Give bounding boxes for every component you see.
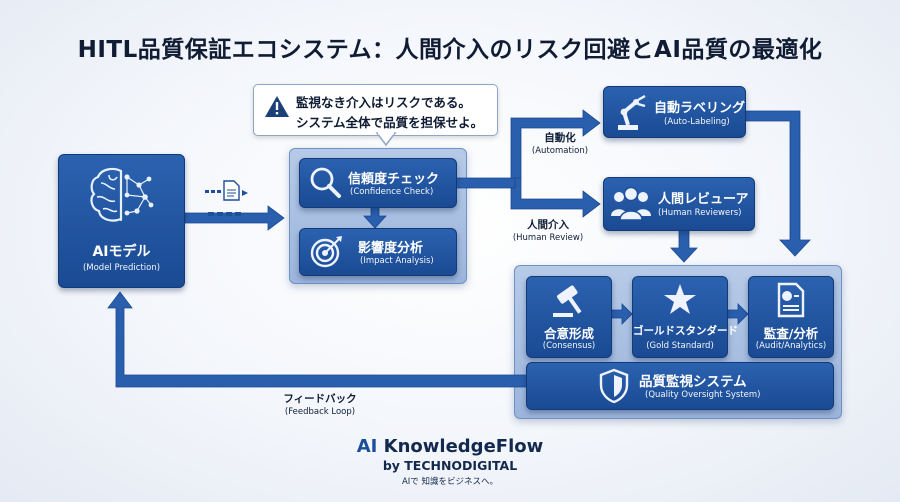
human-review-edge-label: 人間介入 (Human Review)	[508, 217, 588, 243]
human-reviewers-node: 人間レビューア (Human Reviewers)	[603, 177, 755, 231]
feedback-edge-label: フィードバック (Feedback Loop)	[270, 391, 370, 417]
impact-analysis-node: 影響度分析 (Impact Analysis)	[299, 228, 457, 276]
arrow-model-to-check	[184, 205, 285, 231]
impact-sub: (Impact Analysis)	[360, 256, 434, 266]
warning-callout: 監視なき介入はリスクである。 システム全体で品質を担保せよ。	[253, 84, 498, 136]
brand-name: AI KnowledgeFlow	[0, 436, 900, 457]
impact-label: 影響度分析	[358, 241, 424, 256]
gold-standard-sub: (Gold Standard)	[646, 341, 714, 351]
ai-model-label: AIモデル	[92, 244, 151, 260]
arrow-split-stem	[454, 177, 516, 189]
robot-arm-icon	[618, 94, 646, 130]
consensus-sub: (Consensus)	[542, 341, 596, 351]
brand-name-rest: KnowledgeFlow	[377, 436, 544, 457]
callout-line-2: システム全体で品質を担保せよ。	[296, 115, 484, 130]
feedback-sub: (Feedback Loop)	[284, 407, 356, 417]
brand-by: by TECHNODIGITAL	[382, 458, 518, 473]
arrow-confidence-to-impact	[363, 205, 387, 229]
human-reviewers-label: 人間レビューア	[658, 192, 749, 207]
ai-model-node: AIモデル (Model Prediction)	[58, 154, 185, 288]
people-group-icon	[611, 186, 651, 221]
arrow-gold-to-audit	[725, 303, 749, 325]
consensus-label: 合意形成	[543, 326, 594, 341]
page-title: HITL品質保証エコシステム：人間介入のリスク回避とAI品質の最適化	[77, 37, 823, 63]
data-stream-icon	[208, 212, 241, 216]
arrow-consensus-to-gold	[609, 303, 633, 325]
arrow-to-human	[510, 177, 601, 218]
auto-labeling-sub: (Auto-Labeling)	[664, 117, 730, 127]
automation-label: 自動化	[544, 132, 576, 144]
auto-labeling-label: 自動ラベリング	[654, 101, 746, 116]
quality-oversight-sub: (Quality Oversight System)	[645, 390, 761, 400]
quality-oversight-label: 品質監視システム	[639, 374, 747, 390]
confidence-sub: (Confidence Check)	[350, 187, 434, 197]
human-reviewers-sub: (Human Reviewers)	[658, 208, 742, 218]
feedback-label: フィードバック	[283, 393, 357, 405]
automation-edge-label: 自動化 (Automation)	[520, 130, 600, 156]
target-icon	[310, 236, 342, 268]
ai-model-sub: (Model Prediction)	[82, 263, 161, 273]
human-review-label: 人間介入	[527, 219, 569, 231]
arrow-to-automation	[510, 109, 601, 179]
data-file-icon	[205, 180, 248, 201]
auto-labeling-node: 自動ラベリング (Auto-Labeling)	[603, 86, 746, 138]
arrow-auto-to-audit	[743, 110, 811, 257]
arrow-human-to-quality	[670, 229, 698, 263]
audit-label: 監査/分析	[763, 326, 819, 341]
magnifier-icon	[310, 167, 341, 198]
human-review-sub: (Human Review)	[512, 233, 584, 243]
quality-oversight-node: 品質監視システム (Quality Oversight System)	[526, 362, 834, 410]
brand-name-prefix: AI	[356, 436, 378, 457]
gold-standard-node: ゴールドスタンダード (Gold Standard)	[632, 276, 738, 358]
arrow-feedback-loop	[107, 291, 528, 388]
star-icon	[664, 284, 696, 314]
audit-sub: (Audit/Analytics)	[755, 341, 827, 351]
consensus-node: 合意形成 (Consensus)	[526, 276, 612, 358]
audit-analytics-node: 監査/分析 (Audit/Analytics)	[748, 276, 834, 358]
callout-line-1: 監視なき介入はリスクである。	[296, 95, 471, 110]
report-icon	[777, 282, 805, 318]
brain-network-icon	[90, 167, 154, 222]
brand-footer: AI KnowledgeFlow by TECHNODIGITAL AIで 知識…	[0, 436, 900, 487]
gavel-icon	[553, 285, 582, 317]
warning-triangle-icon	[265, 96, 289, 117]
gold-standard-label: ゴールドスタンダード	[633, 325, 738, 337]
automation-sub: (Automation)	[531, 146, 589, 156]
shield-icon	[599, 368, 629, 404]
confidence-check-node: 信頼度チェック (Confidence Check)	[299, 158, 457, 208]
confidence-label: 信頼度チェック	[348, 172, 440, 187]
brand-tagline: AIで 知識をビジネスへ。	[401, 477, 499, 487]
